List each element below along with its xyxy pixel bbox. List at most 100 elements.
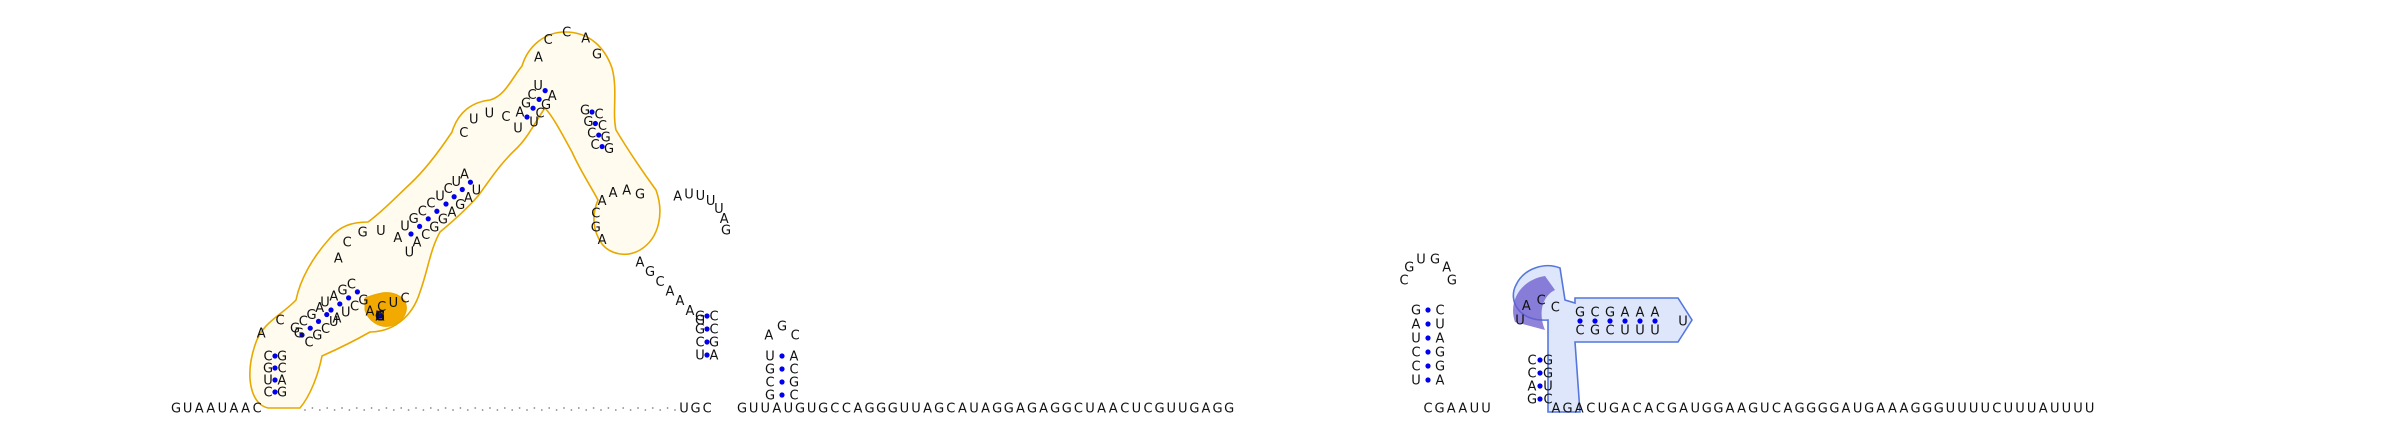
- baseline-right-nt: A: [1016, 402, 1025, 417]
- helix-9-right-nt: C: [1435, 304, 1444, 319]
- gap-dot: [326, 407, 329, 409]
- loop-8-nt: G: [1447, 273, 1457, 288]
- gap-dot: [444, 407, 447, 409]
- helix-8-pair-dot: [779, 353, 785, 359]
- helix-9-left-nt: U: [1411, 332, 1421, 347]
- helix-5-hidden-left-nt: A: [376, 310, 385, 325]
- baseline-tail-nt: U: [2004, 402, 2014, 417]
- loop-1-nt: G: [294, 327, 304, 342]
- baseline-tail-nt: U: [2027, 402, 2037, 417]
- helix-3-right-nt: U: [341, 305, 351, 320]
- gap-dot: [466, 409, 469, 411]
- baseline-tail-nt: U: [2050, 402, 2060, 417]
- helix-2-right-nt: U: [329, 315, 339, 330]
- loop-6-nt: G: [635, 188, 645, 203]
- helix-10-pair-dot: [704, 326, 710, 332]
- helix-9-right-nt: A: [1436, 374, 1445, 389]
- gap-dot: [496, 409, 499, 411]
- loop-10-nt: U: [1678, 315, 1688, 330]
- baseline-tail-nt: G: [1563, 402, 1573, 417]
- helix-5-hidden-left-nt: U: [375, 310, 385, 325]
- helix-4-right-nt: G: [429, 220, 439, 235]
- helix-13-pair-dot: [1637, 318, 1643, 324]
- helix-8-right-nt: A: [790, 350, 799, 365]
- helix-10-left-nt: G: [695, 310, 705, 325]
- baseline-right-nt: C: [842, 402, 851, 417]
- helix-4-right-nt: A: [413, 236, 422, 251]
- loop-1-nt: A: [257, 327, 266, 342]
- helix-13-right-nt: G: [1590, 324, 1600, 339]
- gap-dot: [378, 409, 380, 411]
- loop-8-nt: U: [1416, 253, 1426, 268]
- helix-13-left-nt: A: [1636, 306, 1645, 321]
- helix-6-left-nt: U: [435, 190, 445, 205]
- helix-11-right-nt: G: [1543, 354, 1553, 369]
- baseline-right-nt: G: [934, 402, 944, 417]
- helix-2-pair-dot: [324, 311, 330, 318]
- baseline-tail-nt: G: [1829, 402, 1839, 417]
- helix-9-pair-dot: [1425, 363, 1431, 369]
- helix-9-left-nt: C: [1411, 346, 1420, 361]
- baseline-tail-nt: G: [1702, 402, 1712, 417]
- baseline-right-nt: U: [784, 402, 794, 417]
- loop-5-nt: U: [696, 189, 706, 204]
- helix-9-pair-dot: [1425, 307, 1431, 313]
- helix-6-left-nt: C: [444, 182, 453, 197]
- gap-dot: [503, 407, 506, 409]
- helix-13-pair-dot: [1577, 318, 1583, 324]
- gap-dot: [666, 407, 669, 409]
- baseline-left-nt: G: [171, 402, 181, 417]
- helix-2-left-nt: G: [290, 322, 300, 337]
- gap-dot: [437, 409, 440, 411]
- helix-3-pair-dot: [337, 301, 343, 307]
- helix-8-pair-dot: [779, 379, 785, 385]
- baseline-left-nt: A: [241, 402, 250, 417]
- baseline-right-nt: G: [1050, 402, 1060, 417]
- helix-1-left-nt: G: [263, 362, 273, 377]
- loop-6-nt: A: [609, 186, 618, 201]
- gap-dot: [563, 407, 565, 409]
- baseline-right-nt: U: [1132, 402, 1142, 417]
- baseline-right-nt: G: [1189, 402, 1199, 417]
- gap-dot: [355, 407, 358, 409]
- loop-3-nt: U: [485, 107, 495, 122]
- baseline-tail-nt: U: [2073, 402, 2083, 417]
- baseline-right-nt: U: [1085, 402, 1095, 417]
- connector-6-nt: A: [636, 256, 645, 271]
- loop-9-nt: U: [1515, 314, 1525, 329]
- helix-1-pair-dot: [272, 365, 278, 371]
- helix-13-right-nt: C: [1575, 324, 1584, 339]
- domain-highlights: [249, 31, 1693, 413]
- helix-8-left-nt: U: [765, 350, 775, 365]
- helix-3-right-nt: G: [358, 293, 368, 308]
- helix-3-pair-dot: [328, 307, 334, 313]
- helix-11-left-nt: C: [1527, 354, 1536, 369]
- gap-dot: [415, 407, 417, 409]
- helix-6-pair-dot: [443, 201, 449, 207]
- orange-highlight: [364, 292, 407, 327]
- baseline-tail-nt: A: [1575, 402, 1584, 417]
- helix-3-left-nt: U: [320, 296, 330, 311]
- helix-10-pair-dot: [704, 352, 710, 358]
- baseline-tail-nt: A: [1552, 402, 1561, 417]
- helix-5-hidden-left-nt: C: [375, 310, 384, 325]
- loop-2-nt: A: [334, 252, 343, 267]
- gap-dot: [644, 409, 647, 411]
- loop-2-nt: C: [343, 236, 352, 251]
- helix-4-right-nt: C: [421, 228, 430, 243]
- baseline-right-2-nt: U: [1470, 402, 1480, 417]
- helix-12-pair-dot: [596, 132, 602, 138]
- helix-5-hidden-right-nt: A: [376, 310, 385, 325]
- helix-4-left-nt: C: [418, 204, 427, 219]
- helix-9-right-nt: G: [1435, 360, 1445, 375]
- helix-9-right-nt: A: [1436, 332, 1445, 347]
- helix-3-right-nt: C: [350, 299, 359, 314]
- helix-11-left-nt: G: [1527, 393, 1537, 408]
- helix-6-left-nt: U: [452, 175, 462, 190]
- baseline-tail-nt: C: [1586, 402, 1595, 417]
- baseline-tail-nt: G: [1911, 402, 1921, 417]
- helix-1-right-nt: G: [277, 386, 287, 401]
- loop-9-nt: A: [1522, 299, 1531, 314]
- helix-7-pair-dot: [542, 88, 548, 94]
- helix-6-pair-dot: [451, 194, 457, 200]
